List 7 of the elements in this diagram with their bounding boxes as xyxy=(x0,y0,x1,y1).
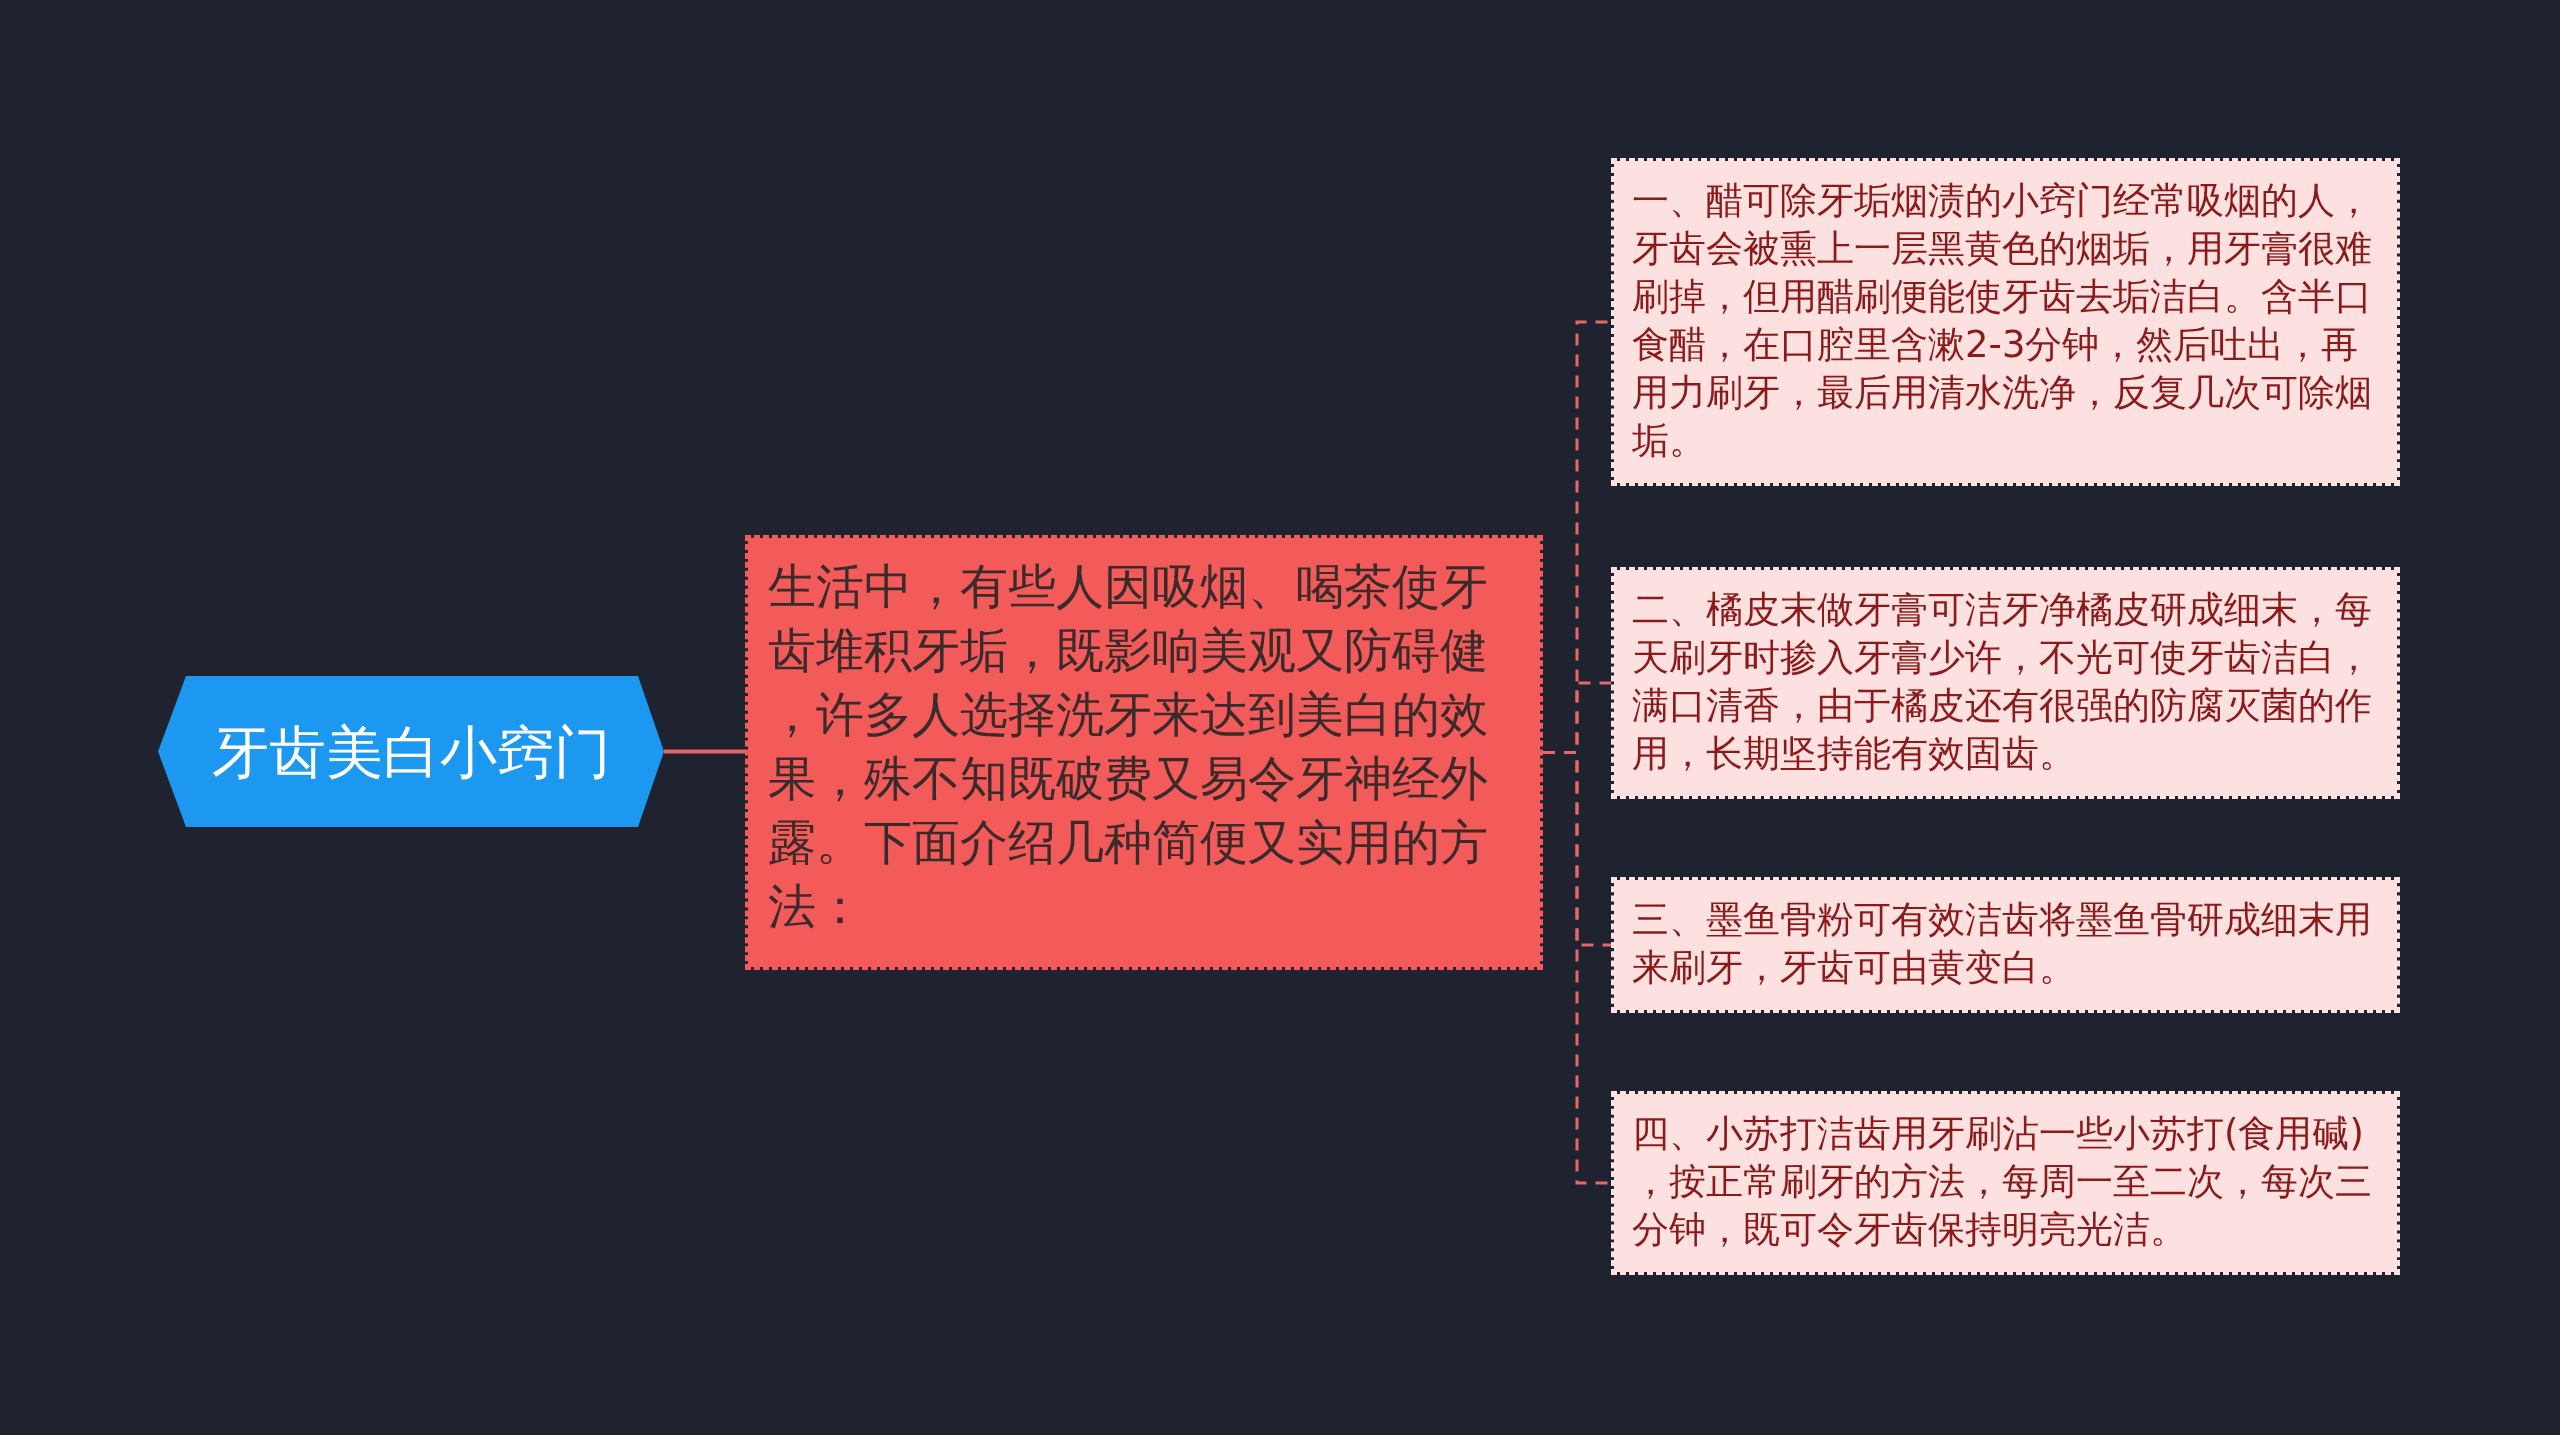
tip-box: 一、醋可除牙垢烟渍的小窍门经常吸烟的人，牙齿会被熏上一层黑黄色的烟垢，用牙膏很难刷掉，但用醋刷便能使牙齿去垢洁白。含半口食醋，在口腔里含漱2-3分钟，然后吐出，再用力刷牙，最后用清水洗净，反复几次可除烟垢。 xyxy=(1611,158,2400,486)
connector-line xyxy=(1543,751,1611,1185)
connector-line xyxy=(664,749,745,754)
tip-box: 二、橘皮末做牙膏可洁牙净橘皮研成细末，每天刷牙时掺入牙膏少许，不光可使牙齿洁白，满口清香，由于橘皮还有很强的防腐灭菌的作用，长期坚持能有效固齿。 xyxy=(1611,567,2400,799)
summary-box: 生活中，有些人因吸烟、喝茶使牙齿堆积牙垢，既影响美观又防碍健，许多人选择洗牙来达到美白的效果，殊不知既破费又易令牙神经外露。下面介绍几种简便又实用的方法： xyxy=(745,535,1543,970)
tip-box: 四、小苏打洁齿用牙刷沾一些小苏打(食用碱)，按正常刷牙的方法，每周一至二次，每次三分钟，既可令牙齿保持明亮光洁。 xyxy=(1611,1091,2400,1275)
tip-box: 三、墨鱼骨粉可有效洁齿将墨鱼骨研成细末用来刷牙，牙齿可由黄变白。 xyxy=(1611,877,2400,1013)
